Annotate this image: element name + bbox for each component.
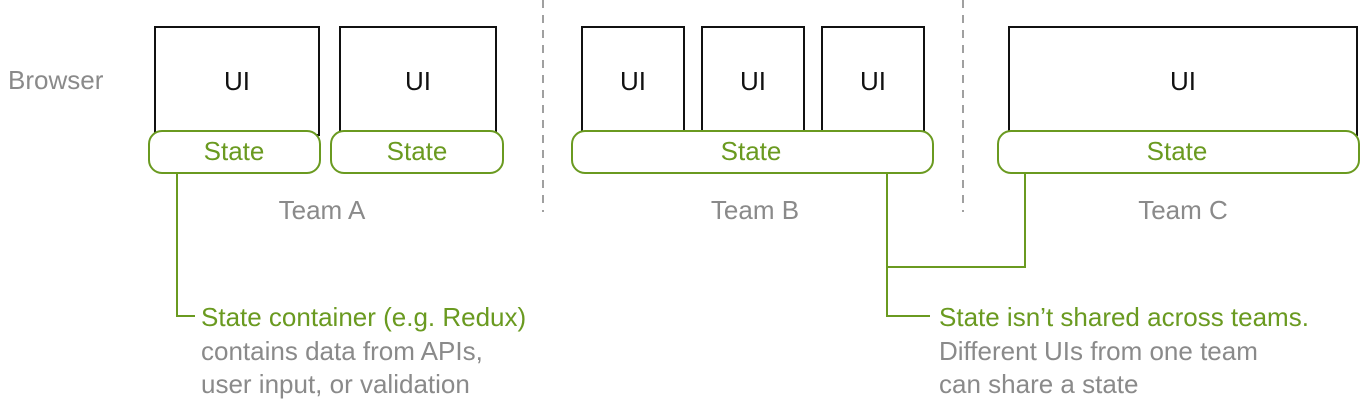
- state-box: [148, 130, 321, 174]
- note-right: State isn’t shared across teams. Differe…: [939, 302, 1309, 399]
- ui-box: [339, 26, 497, 136]
- state-label: State: [1147, 136, 1208, 166]
- ui-label: UI: [740, 66, 766, 96]
- note-line: user input, or validation: [201, 369, 470, 399]
- state-box: [571, 130, 934, 174]
- ui-label: UI: [620, 66, 646, 96]
- connector-team-c: [887, 173, 1026, 268]
- ui-label: UI: [1170, 66, 1196, 96]
- state-box: [330, 130, 504, 174]
- team-a-group: UI UI State State Team A: [148, 26, 504, 225]
- connector-left-note: [176, 173, 195, 317]
- note-left: State container (e.g. Redux) contains da…: [201, 302, 526, 399]
- ui-box: [1008, 26, 1358, 136]
- team-label: Team C: [1138, 195, 1228, 225]
- state-label: State: [721, 136, 782, 166]
- ui-label: UI: [860, 66, 886, 96]
- state-box: [997, 130, 1360, 174]
- ui-label: UI: [224, 66, 250, 96]
- note-line: Different UIs from one team: [939, 336, 1258, 366]
- team-b-group: UI UI UI State Team B: [571, 26, 934, 225]
- team-label: Team A: [279, 195, 366, 225]
- note-line: contains data from APIs,: [201, 336, 483, 366]
- browser-label: Browser: [8, 65, 104, 95]
- ui-label: UI: [405, 66, 431, 96]
- note-title: State isn’t shared across teams.: [939, 302, 1309, 332]
- state-label: State: [204, 136, 265, 166]
- note-line: can share a state: [939, 369, 1138, 399]
- connector-team-b: [886, 173, 930, 317]
- team-label: Team B: [711, 195, 799, 225]
- note-title: State container (e.g. Redux): [201, 302, 526, 332]
- team-c-group: UI State Team C: [997, 26, 1360, 225]
- state-label: State: [387, 136, 448, 166]
